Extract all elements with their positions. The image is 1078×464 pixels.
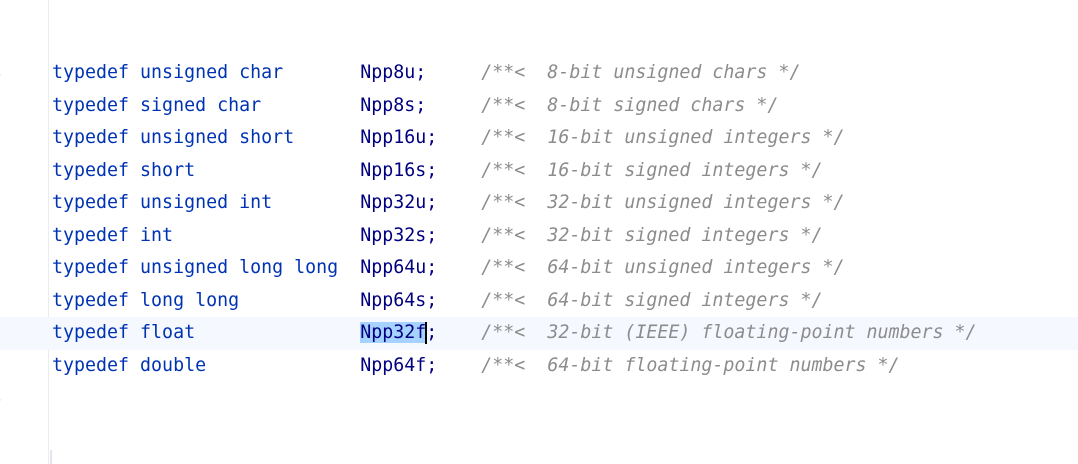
code-line[interactable]: typedef unsigned char Npp8u; /**< 8-bit … bbox=[0, 57, 1078, 90]
line-number: 3 bbox=[0, 25, 4, 58]
type-name: Npp32f bbox=[360, 322, 427, 343]
type-name: Npp16u bbox=[360, 127, 427, 148]
comment: /**< 32-bit signed integers */ bbox=[481, 224, 823, 246]
comment: /**< 8-bit signed chars */ bbox=[481, 94, 779, 116]
type-name: Npp32u bbox=[360, 192, 427, 213]
comment: /**< 64-bit signed integers */ bbox=[481, 289, 823, 311]
code-line[interactable]: typedef unsigned int Npp32u; /**< 32-bit… bbox=[0, 187, 1078, 220]
code-line[interactable]: typedef unsigned long long Npp64u; /**< … bbox=[0, 252, 1078, 285]
code-line[interactable]: typedef signed char Npp8s; /**< 8-bit si… bbox=[0, 90, 1078, 123]
text-caret bbox=[425, 322, 428, 344]
semicolon: ; bbox=[426, 289, 438, 311]
type-declaration: typedef long long bbox=[52, 289, 240, 311]
type-declaration: typedef float bbox=[52, 322, 196, 343]
semicolon: ; bbox=[426, 159, 438, 181]
line-number: 0 bbox=[0, 252, 4, 285]
line-number: 3 bbox=[0, 350, 4, 383]
type-name: Npp64s bbox=[360, 289, 427, 311]
line-number: 6 bbox=[0, 122, 4, 155]
type-name: Npp64u bbox=[360, 257, 427, 278]
type-declaration: typedef unsigned char bbox=[52, 62, 284, 83]
comment: /**< 32-bit unsigned integers */ bbox=[481, 192, 845, 213]
type-declaration: typedef double bbox=[52, 354, 207, 376]
type-declaration: typedef signed char bbox=[52, 94, 262, 116]
line-number: 4 bbox=[0, 57, 4, 90]
semicolon: ; bbox=[415, 62, 427, 83]
comment: /**< 64-bit floating-point numbers */ bbox=[481, 354, 900, 376]
comment: /**< 32-bit (IEEE) floating-point number… bbox=[481, 322, 977, 343]
type-name: Npp32s bbox=[360, 224, 427, 246]
type-declaration: typedef unsigned short bbox=[52, 127, 295, 148]
semicolon: ; bbox=[426, 257, 438, 278]
line-number: 9 bbox=[0, 220, 4, 253]
line-number: 7 bbox=[0, 155, 4, 188]
comment: /**< 8-bit unsigned chars */ bbox=[481, 62, 801, 83]
type-name: Npp16s bbox=[360, 159, 427, 181]
line-number: 5 bbox=[0, 415, 4, 448]
comment: /**< 64-bit unsigned integers */ bbox=[481, 257, 845, 278]
semicolon: ; bbox=[426, 192, 438, 213]
semicolon: ; bbox=[415, 94, 427, 116]
semicolon: ; bbox=[426, 224, 438, 246]
code-line[interactable]: typedef long long Npp64s; /**< 64-bit si… bbox=[0, 285, 1078, 318]
code-line[interactable]: typedef float Npp32f; /**< 32-bit (IEEE)… bbox=[0, 317, 1078, 350]
type-name: Npp8u bbox=[360, 62, 416, 83]
code-line[interactable]: typedef short Npp16s; /**< 16-bit signed… bbox=[0, 155, 1078, 188]
type-declaration: typedef unsigned long long bbox=[52, 257, 339, 278]
semicolon: ; bbox=[426, 322, 438, 343]
type-name: Npp64f bbox=[360, 354, 427, 376]
semicolon: ; bbox=[426, 127, 438, 148]
type-declaration: typedef short bbox=[52, 159, 196, 181]
line-number: 8 bbox=[0, 187, 4, 220]
line-number: 1 bbox=[0, 285, 4, 318]
line-number: 5 bbox=[0, 90, 4, 123]
code-line[interactable]: typedef int Npp32s; /**< 32-bit signed i… bbox=[0, 220, 1078, 253]
comment: /**< 16-bit unsigned integers */ bbox=[481, 127, 845, 148]
semicolon: ; bbox=[426, 354, 438, 376]
type-declaration: typedef unsigned int bbox=[52, 192, 273, 213]
line-number: 2 bbox=[0, 0, 4, 25]
type-declaration: typedef int bbox=[52, 224, 174, 246]
code-line[interactable]: typedef unsigned short Npp16u; /**< 16-b… bbox=[0, 122, 1078, 155]
line-number: 4 bbox=[0, 382, 4, 415]
type-name: Npp8s bbox=[360, 94, 416, 116]
scroll-marker bbox=[50, 450, 52, 464]
comment: /**< 16-bit signed integers */ bbox=[481, 159, 823, 181]
code-line[interactable]: typedef double Npp64f; /**< 64-bit float… bbox=[0, 350, 1078, 383]
